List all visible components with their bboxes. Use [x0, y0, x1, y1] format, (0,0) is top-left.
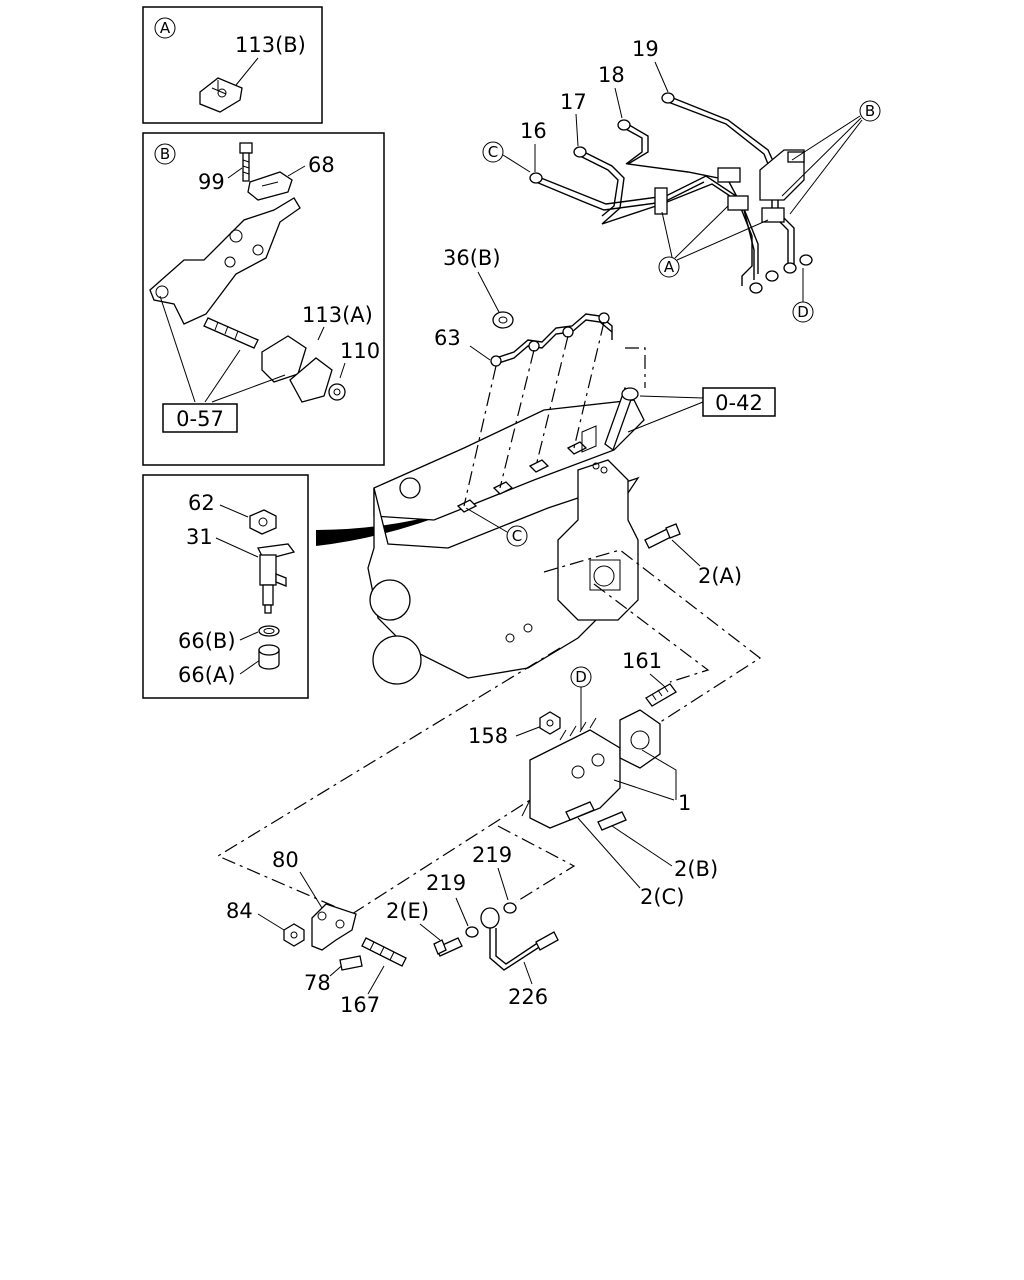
label-99: 99	[198, 170, 225, 194]
injection-pump: 161 D 158 1 2	[468, 549, 762, 909]
stud-167-icon	[361, 937, 407, 967]
label-18: 18	[598, 63, 625, 87]
pipe-nut-17-icon	[573, 146, 587, 158]
return-pipe	[463, 312, 646, 507]
label-1: 1	[678, 791, 691, 815]
ref-box-0-57	[162, 403, 238, 433]
pump-body-icon	[521, 709, 661, 829]
pipe-clamps-icon	[654, 149, 805, 223]
marker-c-top: C	[488, 143, 498, 161]
label-78: 78	[304, 971, 331, 995]
pipe-nut-19-icon	[661, 92, 675, 104]
clip-68-icon	[247, 171, 293, 201]
nut-84-icon	[283, 923, 305, 947]
label-167: 167	[340, 993, 380, 1017]
fitting-161-icon	[645, 683, 677, 707]
inset-b: B 99 68 113(A) 110	[142, 132, 385, 466]
pipe-nut-16-icon	[529, 172, 543, 184]
marker-c-engine: C	[512, 527, 522, 545]
label-16: 16	[520, 119, 547, 143]
label-110: 110	[340, 339, 380, 363]
bolt-78-icon	[339, 955, 363, 971]
bolt-2a-icon	[644, 523, 681, 549]
label-68: 68	[308, 153, 335, 177]
inset-a-frame	[142, 6, 323, 124]
washer-219-top-icon	[503, 902, 517, 914]
lower-parts: 219 219 80 84 2(E) 78 167	[216, 647, 576, 1017]
ref-0-42: 0-42	[715, 391, 763, 415]
leader-113b	[231, 57, 259, 91]
inset-b-badge: B	[160, 145, 170, 163]
marker-d-top: D	[797, 303, 809, 321]
label-161: 161	[622, 649, 662, 673]
bolt-2b-icon	[597, 811, 627, 831]
seal-66a-icon	[258, 644, 280, 670]
nut-62-icon	[249, 509, 277, 535]
washer-219-left-icon	[465, 926, 479, 938]
label-2c: 2(C)	[640, 885, 684, 909]
ref-0-57: 0-57	[176, 407, 224, 431]
label-80: 80	[272, 848, 299, 872]
inset-b-frame	[142, 132, 385, 466]
label-158: 158	[468, 724, 508, 748]
injection-pipes: 19 18 17 16	[482, 37, 881, 323]
washer-66b-icon	[258, 625, 280, 637]
bracket-plate-icon	[149, 197, 301, 325]
label-113a: 113(A)	[302, 303, 373, 327]
label-17: 17	[560, 90, 587, 114]
engine-block	[367, 399, 645, 685]
pipe-nut-18-icon	[617, 119, 631, 131]
label-219-top: 219	[472, 843, 512, 867]
label-219-left: 219	[426, 871, 466, 895]
inset-injector-frame	[142, 474, 309, 699]
injector-31-icon	[257, 543, 296, 614]
marker-a: A	[664, 258, 675, 276]
label-19: 19	[632, 37, 659, 61]
label-2e: 2(E)	[386, 899, 429, 923]
inset-b-badge-circle	[154, 143, 176, 165]
label-31: 31	[186, 525, 213, 549]
bolt-2c-icon	[565, 801, 595, 821]
nut-158-icon	[539, 711, 561, 735]
clamp-part-icon	[199, 77, 243, 113]
marker-b: B	[865, 102, 875, 120]
inset-a-badge-circle	[154, 17, 176, 39]
bottom-pipe-nuts-icon	[749, 254, 813, 294]
label-2a: 2(A)	[698, 564, 742, 588]
bolt-2e-icon	[433, 937, 463, 957]
label-226: 226	[508, 985, 548, 1009]
banjo-36b-icon	[492, 311, 514, 329]
bracket-80-icon	[311, 903, 357, 951]
inset-injector: 62 31 66(B) 66(A)	[142, 474, 309, 699]
oil-pipe-226-icon	[480, 907, 559, 971]
stud-icon	[203, 317, 259, 349]
label-66a: 66(A)	[178, 663, 235, 687]
label-36b: 36(B)	[443, 246, 501, 270]
label-63: 63	[434, 326, 461, 350]
label-62: 62	[188, 491, 215, 515]
label-66b: 66(B)	[178, 629, 236, 653]
inset-a-badge: A	[160, 19, 171, 37]
marker-d-pump: D	[575, 668, 587, 686]
label-113b: 113(B)	[235, 33, 306, 57]
inset-a: A 113(B)	[142, 6, 323, 124]
label-84: 84	[226, 899, 253, 923]
bolt-99-icon	[239, 142, 253, 182]
clamp-113a-icon	[261, 335, 333, 403]
nut-110-icon	[328, 383, 346, 401]
label-2b: 2(B)	[674, 857, 718, 881]
